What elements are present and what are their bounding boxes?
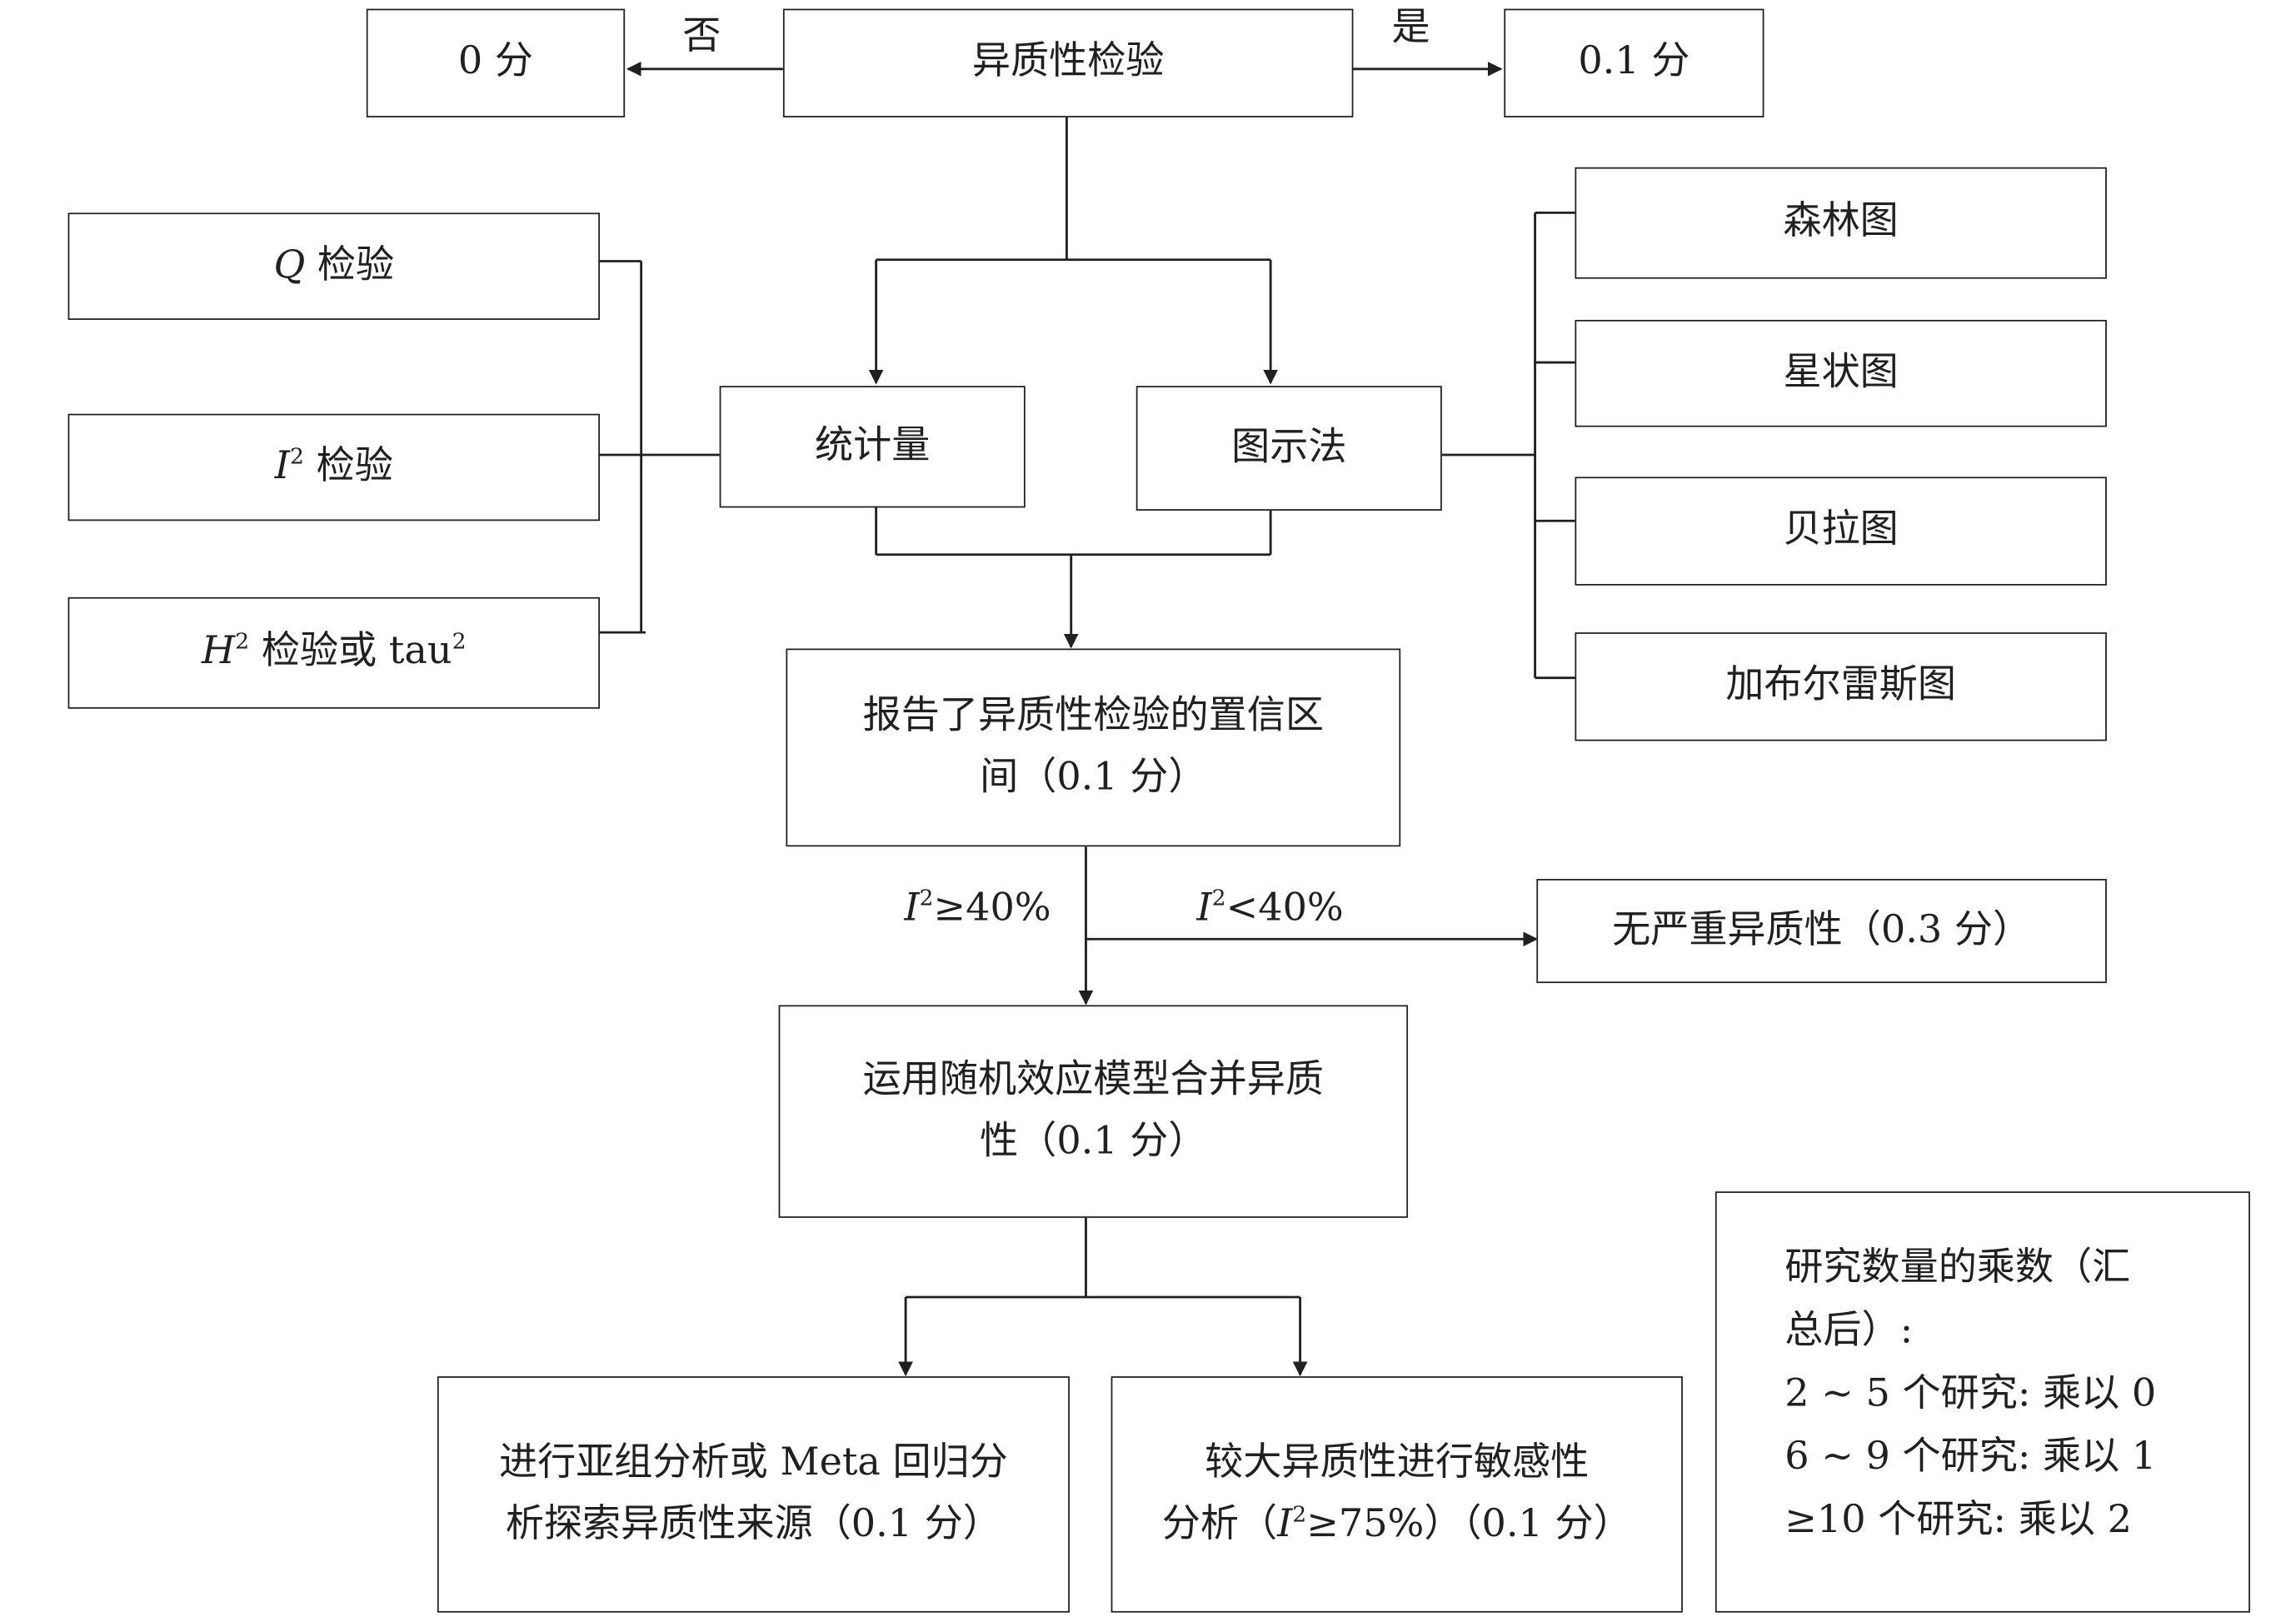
- heterogeneity-test-text: 异质性检验: [971, 39, 1165, 84]
- random-effects-line2: 性（0.1 分）: [980, 1118, 1207, 1163]
- sensitivity-analysis-box: 较大异质性进行敏感性 分析（I2≥75%）（0.1 分）: [1111, 1376, 1683, 1613]
- q-test-text: Q 检验: [273, 242, 395, 287]
- no-serious-heterogeneity-box: 无严重异质性（0.3 分）: [1536, 879, 2107, 984]
- no-branch-label: 否: [682, 14, 721, 59]
- star-plot-box: 星状图: [1575, 319, 2107, 427]
- confidence-interval-box: 报告了异质性检验的置信区 间（0.1 分）: [786, 648, 1401, 847]
- threshold-low-label: I2<40%: [1196, 885, 1344, 931]
- random-effects-line1: 运用随机效应模型合并异质: [862, 1057, 1324, 1102]
- graphical-method-box: 图示法: [1136, 386, 1442, 511]
- multiplier-rule-6-9: 6 ~ 9 个研究: 乘以 1: [1784, 1434, 2157, 1479]
- threshold-high-label: I2≥40%: [904, 885, 1051, 931]
- yes-score-text: 0.1 分: [1578, 39, 1690, 84]
- i2-test-text: I2 检验: [274, 442, 393, 488]
- i2-test-box: I2 检验: [67, 413, 601, 522]
- confidence-interval-line2: 间（0.1 分）: [980, 755, 1207, 800]
- no-serious-heterogeneity-text: 无严重异质性（0.3 分）: [1612, 907, 2032, 952]
- no-score-box: 0 分: [366, 8, 626, 117]
- baujat-plot-text: 贝拉图: [1783, 507, 1899, 552]
- star-plot-text: 星状图: [1783, 350, 1899, 395]
- h2-tau2-test-box: H2 检验或 tau2: [67, 596, 601, 709]
- yes-branch-label: 是: [1391, 6, 1430, 50]
- no-score-text: 0 分: [457, 39, 534, 84]
- q-test-box: Q 检验: [67, 212, 601, 320]
- graphical-method-text: 图示法: [1231, 425, 1347, 470]
- sensitivity-line2: 分析（I2≥75%）（0.1 分）: [1161, 1500, 1632, 1546]
- random-effects-box: 运用随机效应模型合并异质 性（0.1 分）: [778, 1005, 1409, 1218]
- multiplier-rule-10-plus: ≥10 个研究: 乘以 2: [1784, 1497, 2132, 1542]
- multiplier-title-line2: 总后）:: [1784, 1308, 1914, 1353]
- subgroup-line2: 析探索异质性来源（0.1 分）: [505, 1501, 1002, 1546]
- subgroup-meta-regression-box: 进行亚组分析或 Meta 回归分 析探索异质性来源（0.1 分）: [437, 1376, 1070, 1613]
- h2-tau2-test-text: H2 检验或 tau2: [202, 628, 467, 674]
- galbraith-plot-text: 加布尔雷斯图: [1725, 663, 1956, 708]
- sensitivity-line1: 较大异质性进行敏感性: [1205, 1440, 1590, 1485]
- multiplier-rule-2-5: 2 ~ 5 个研究: 乘以 0: [1784, 1371, 2157, 1416]
- study-count-multiplier-note: 研究数量的乘数（汇 总后）: 2 ~ 5 个研究: 乘以 0 6 ~ 9 个研究…: [1715, 1191, 2250, 1613]
- statistics-text: 统计量: [815, 423, 931, 468]
- statistics-box: 统计量: [719, 386, 1026, 508]
- multiplier-title-line1: 研究数量的乘数（汇: [1784, 1245, 2131, 1290]
- yes-score-box: 0.1 分: [1504, 8, 1764, 117]
- baujat-plot-box: 贝拉图: [1575, 477, 2107, 586]
- confidence-interval-line1: 报告了异质性检验的置信区: [862, 693, 1324, 738]
- forest-plot-text: 森林图: [1783, 199, 1899, 244]
- heterogeneity-test-box: 异质性检验: [782, 8, 1354, 117]
- subgroup-line1: 进行亚组分析或 Meta 回归分: [498, 1440, 1008, 1485]
- forest-plot-box: 森林图: [1575, 167, 2107, 279]
- galbraith-plot-box: 加布尔雷斯图: [1575, 632, 2107, 741]
